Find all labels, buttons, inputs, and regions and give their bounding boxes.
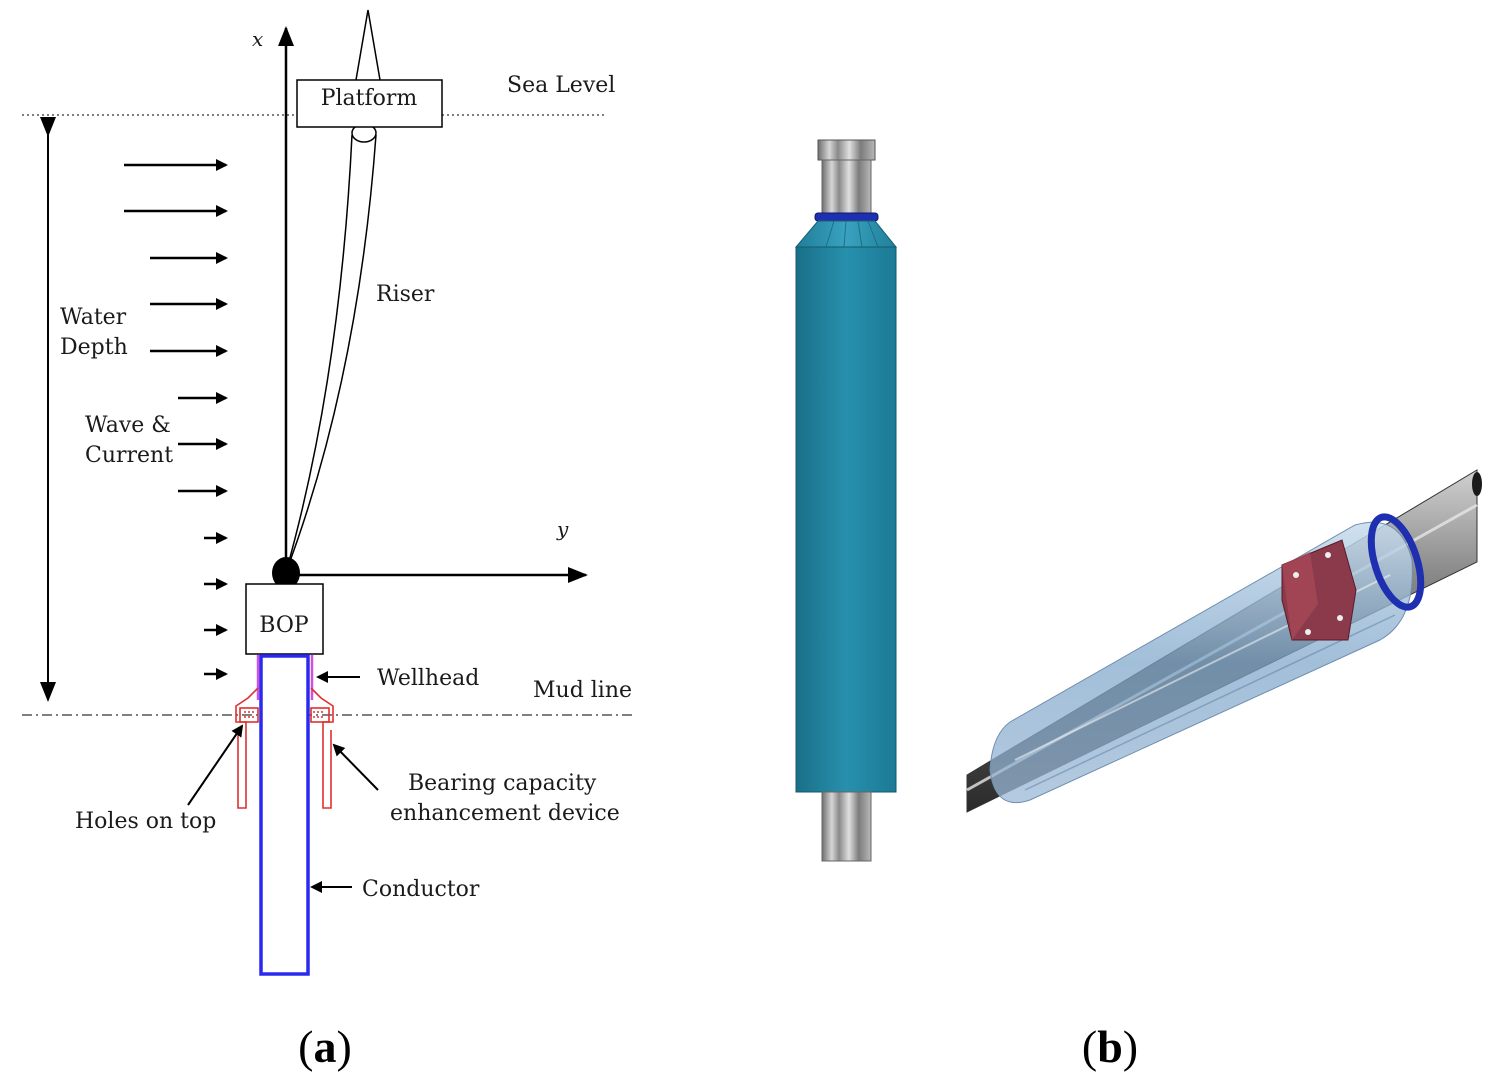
bearing-arrow bbox=[332, 743, 379, 791]
x-axis-label: x bbox=[252, 27, 263, 51]
clamp-hole bbox=[1325, 552, 1331, 558]
top-pipe bbox=[821, 159, 872, 217]
vertical-device-model bbox=[794, 139, 898, 862]
wave-current-label-2: Current bbox=[85, 443, 173, 468]
platform-label: Platform bbox=[321, 86, 418, 111]
conductor-label: Conductor bbox=[362, 877, 480, 902]
holes-on-top-label: Holes on top bbox=[75, 809, 216, 834]
clamp-hole bbox=[1293, 572, 1299, 578]
pivot-joint bbox=[272, 557, 300, 589]
riser-right bbox=[285, 134, 377, 573]
panel-b: (b) bbox=[794, 139, 1482, 1072]
bearing-label-1: Bearing capacity bbox=[408, 771, 597, 796]
panel-a: Sea Level Mud line Water Depth Wave & Cu… bbox=[22, 9, 632, 1072]
water-depth-label-2: Depth bbox=[60, 335, 128, 360]
riser-left bbox=[285, 134, 353, 573]
top-ring bbox=[814, 212, 879, 222]
y-axis-label: y bbox=[556, 517, 569, 541]
mud-line-label: Mud line bbox=[533, 678, 632, 703]
bop-label: BOP bbox=[259, 613, 309, 638]
clamp bbox=[1281, 539, 1357, 641]
bearing-device bbox=[235, 687, 334, 809]
bottom-pipe bbox=[821, 791, 872, 862]
top-pipe-cap bbox=[817, 139, 876, 161]
conductor bbox=[259, 654, 310, 976]
clamp-hole bbox=[1305, 629, 1311, 635]
riser-label: Riser bbox=[376, 282, 435, 307]
sleeve-body bbox=[795, 246, 897, 793]
sea-level-label: Sea Level bbox=[507, 73, 615, 98]
caption-a: (a) bbox=[298, 1021, 352, 1072]
water-depth-label-1: Water bbox=[60, 305, 127, 330]
wave-current-label-1: Wave & bbox=[85, 413, 171, 438]
caption-b: (b) bbox=[1082, 1021, 1138, 1072]
wellhead-label: Wellhead bbox=[377, 666, 479, 691]
platform-box bbox=[296, 79, 443, 128]
diagonal-device-model bbox=[966, 469, 1482, 813]
current-arrows bbox=[124, 159, 228, 680]
platform-spike bbox=[355, 9, 381, 81]
bop-box bbox=[245, 583, 324, 655]
holes-arrow bbox=[187, 724, 244, 806]
clamp-hole bbox=[1337, 615, 1343, 621]
diagonal-ring bbox=[1367, 513, 1425, 611]
bearing-label-2: enhancement device bbox=[390, 801, 620, 826]
pipe-end bbox=[1472, 472, 1482, 496]
wellhead bbox=[256, 655, 314, 700]
